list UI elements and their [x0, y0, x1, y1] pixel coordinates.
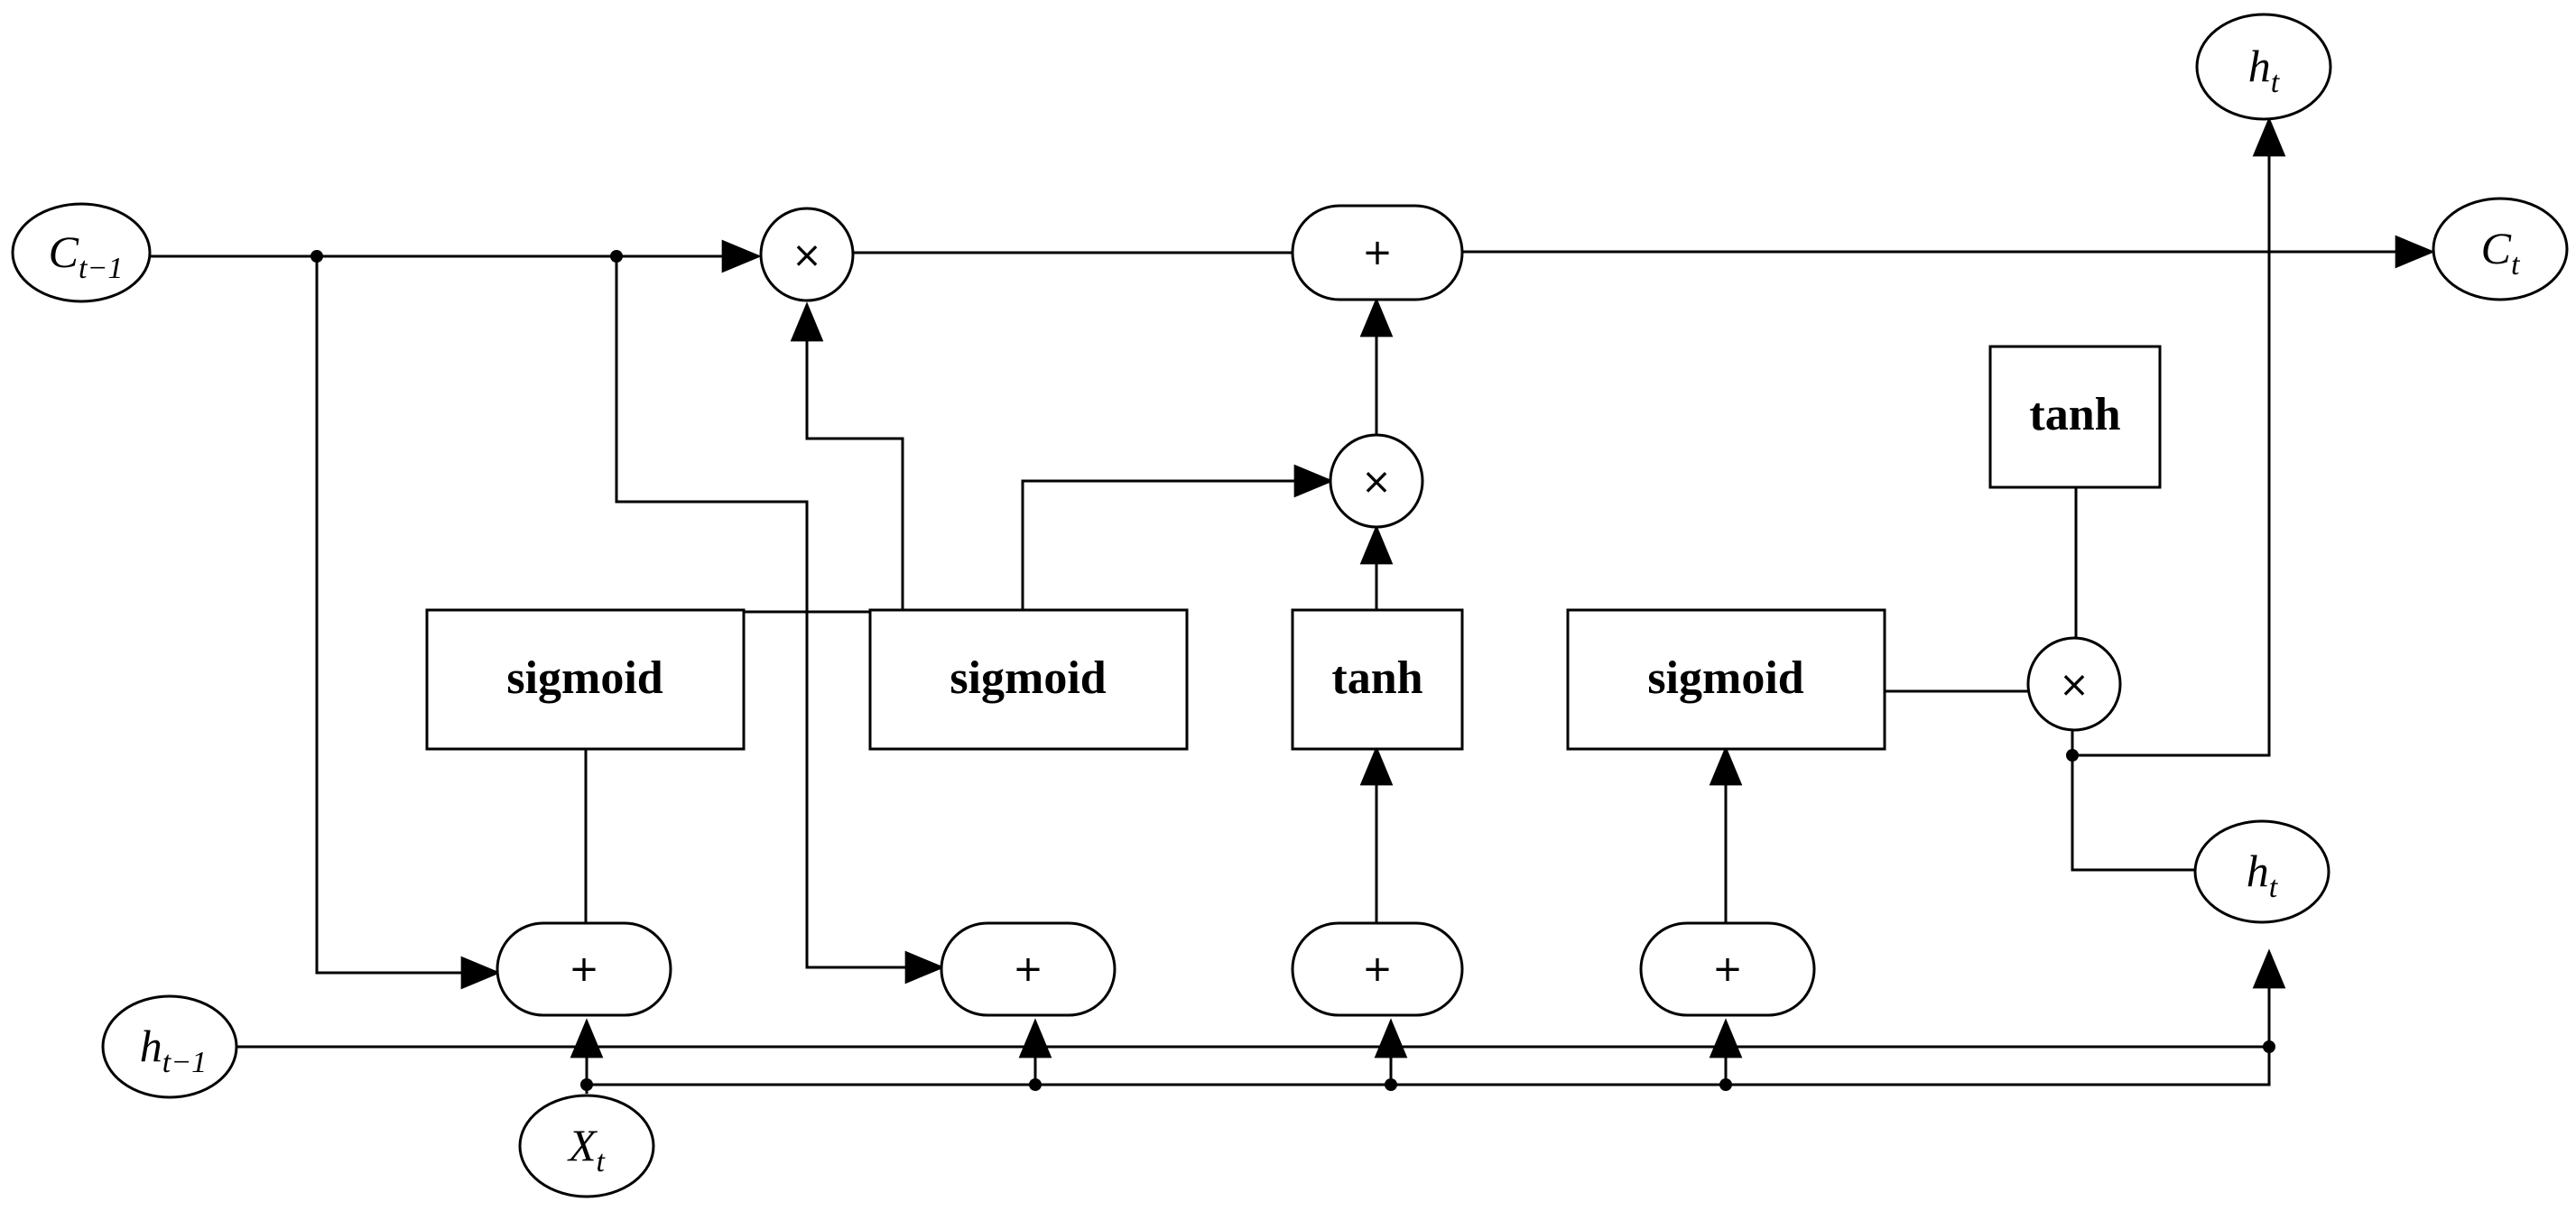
node-symbol: C [49, 226, 79, 277]
wire-cprev-to-forget-sum [315, 256, 501, 990]
cell-add-node: + [1291, 204, 1464, 301]
svg-text:Ct−1: Ct−1 [49, 226, 124, 285]
wire-output-to-top-h [2072, 116, 2286, 757]
multiply-symbol: × [792, 235, 822, 276]
wire-forget-sigmoid-to-multiply [790, 301, 904, 612]
cell-tanh-block: tanh [1988, 345, 2162, 489]
forget-sum-node: + [496, 921, 672, 1017]
add-symbol: + [1362, 232, 1393, 273]
wires [150, 116, 2435, 1094]
wire-x-bus [587, 1047, 2271, 1086]
node-subscript: t [2269, 871, 2279, 904]
node-symbol: h [2247, 846, 2269, 896]
node-h-out-right: ht [2193, 819, 2330, 924]
output-multiply-node: × [2026, 636, 2122, 732]
node-subscript: t [597, 1145, 607, 1179]
node-symbol: h [140, 1021, 162, 1071]
wire-input-sigmoid-to-multiply [1021, 464, 1334, 612]
node-subscript: t−1 [162, 1046, 207, 1079]
junction-dot [1719, 1078, 1732, 1091]
junction-dot [2263, 1040, 2275, 1053]
junction-dot [1029, 1078, 1042, 1091]
add-symbol: + [1013, 948, 1043, 990]
node-c-next: Ct [2432, 197, 2569, 301]
junction-dot [580, 1078, 593, 1091]
node-subscript: t [2511, 248, 2521, 282]
svg-text:ht−1: ht−1 [140, 1021, 207, 1079]
node-subscript: t−1 [79, 252, 123, 285]
wire-output-multiply-down [2071, 731, 2195, 872]
node-symbol: C [2481, 223, 2512, 273]
svg-text:Ct: Ct [2481, 223, 2521, 282]
svg-text:ht: ht [2247, 846, 2279, 904]
add-symbol: + [569, 948, 599, 990]
multiply-symbol: × [1361, 461, 1392, 503]
junctions [310, 250, 2275, 1091]
node-h-out-top: ht [2195, 13, 2332, 121]
wire-cprev-to-input-sum [615, 256, 945, 985]
node-subscript: t [2271, 66, 2281, 99]
candidate-sum-node: + [1291, 921, 1464, 1017]
candidate-tanh-block: tanh [1291, 608, 1464, 751]
node-x-in: Xt [518, 1094, 655, 1198]
output-gate-sigmoid-block: sigmoid [1566, 608, 1886, 751]
node-symbol: h [2248, 41, 2271, 91]
add-symbol: + [1712, 948, 1743, 990]
node-c-prev: Ct−1 [11, 202, 152, 303]
node-symbol: X [567, 1120, 598, 1170]
add-symbol: + [1362, 948, 1393, 990]
svg-text:Xt: Xt [567, 1120, 607, 1179]
block-label: tanh [2029, 389, 2120, 440]
input-gate-sigmoid-block: sigmoid [868, 608, 1189, 751]
block-label: sigmoid [1647, 652, 1803, 704]
svg-text:ht: ht [2248, 41, 2281, 99]
junction-dot [1385, 1078, 1397, 1091]
block-label: sigmoid [950, 652, 1106, 704]
forget-gate-sigmoid-block: sigmoid [425, 608, 746, 751]
junction-dot [310, 250, 323, 263]
block-label: tanh [1331, 652, 1422, 704]
multiply-symbol: × [2059, 664, 2090, 706]
junction-dot [2066, 749, 2079, 762]
forget-multiply-node: × [759, 207, 855, 302]
input-multiply-node: × [1329, 433, 1424, 529]
input-sum-node: + [940, 921, 1117, 1017]
output-sum-node: + [1639, 921, 1816, 1017]
node-h-prev: ht−1 [101, 994, 238, 1099]
junction-dot [610, 250, 623, 263]
block-label: sigmoid [506, 652, 663, 704]
